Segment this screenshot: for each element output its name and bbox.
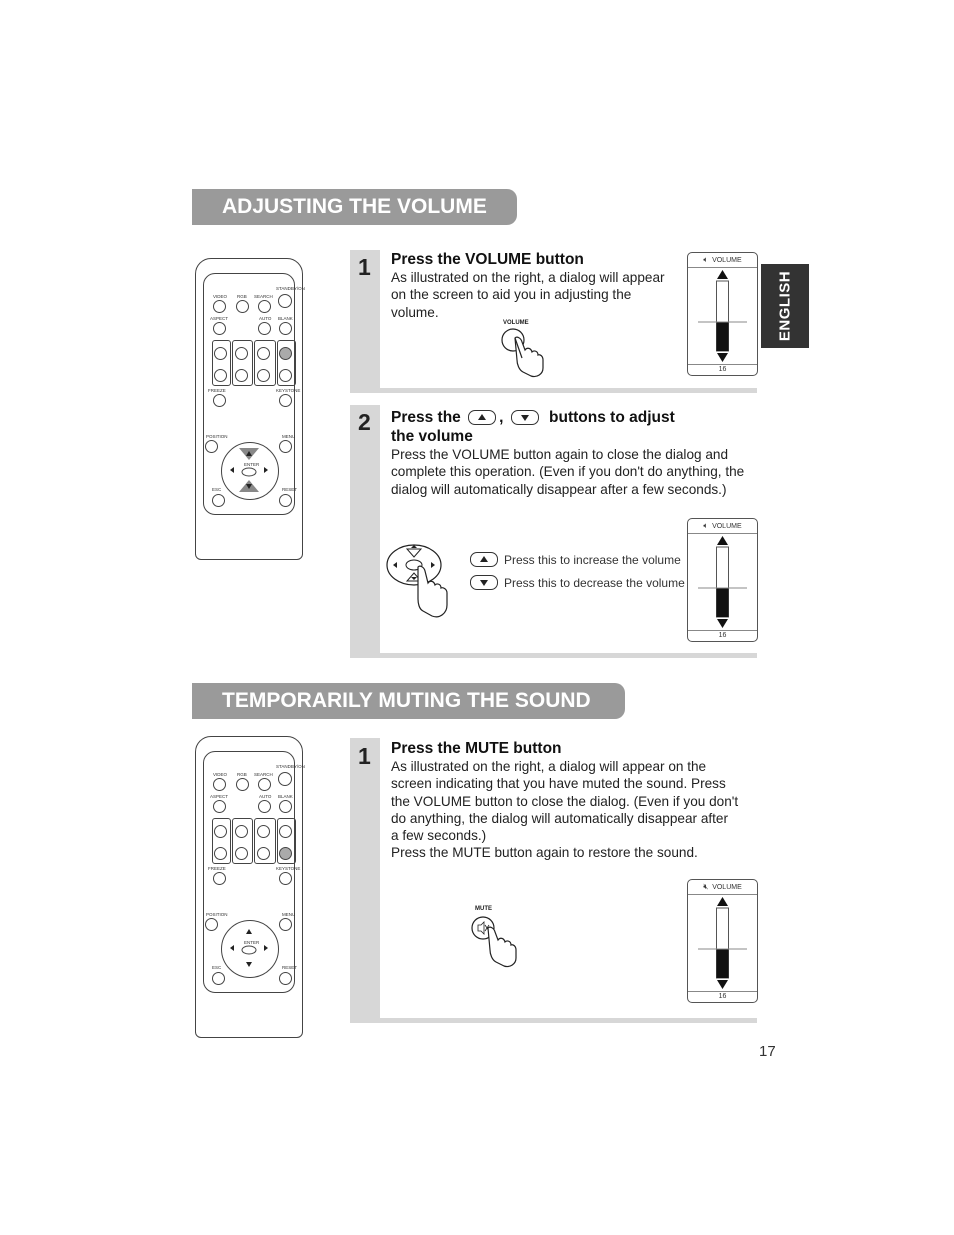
step-body: Press the VOLUME button again to close t… — [391, 447, 745, 497]
step-title: Press the MUTE button — [391, 740, 562, 757]
hand-press-arrow-pad-illustration — [385, 543, 465, 623]
step-number: 1 — [358, 254, 371, 280]
remote-control-illustration: STANDBY/ON VIDEO RGB SEARCH ASPECT AUTO … — [195, 258, 305, 560]
step-panel — [350, 738, 757, 1023]
hand-press-mute-illustration: MUTE — [468, 906, 528, 968]
speaker-icon: 🔈︎ — [703, 255, 709, 264]
section-title: TEMPORARILY MUTING THE SOUND — [222, 689, 591, 712]
step-title: Press the , buttons to adjust the volume — [391, 409, 675, 445]
remote-control-illustration: STANDBY/ON VIDEO RGB SEARCH ASPECT AUTO … — [195, 736, 305, 1038]
language-tab: ENGLISH — [761, 264, 809, 348]
volume-dialog: 🔈︎ VOLUME 16 — [687, 518, 758, 642]
section-title: ADJUSTING THE VOLUME — [222, 195, 487, 218]
muted-speaker-icon: 🔇︎ — [703, 882, 709, 891]
up-arrow-icon — [470, 552, 498, 567]
down-arrow-icon — [510, 410, 539, 426]
section-banner-volume: ADJUSTING THE VOLUME — [192, 189, 517, 225]
up-arrow-icon — [468, 410, 497, 426]
step-number: 2 — [358, 409, 371, 435]
step-body: As illustrated on the right, a dialog wi… — [391, 270, 665, 320]
step-panel — [350, 405, 757, 658]
page-number: 17 — [759, 1043, 776, 1060]
step-body: As illustrated on the right, a dialog wi… — [391, 759, 739, 861]
volume-dialog-muted: 🔇︎ VOLUME 16 — [687, 879, 758, 1003]
speaker-icon: 🔈︎ — [703, 521, 709, 530]
section-banner-mute: TEMPORARILY MUTING THE SOUND — [192, 683, 625, 719]
hand-press-volume-illustration: VOLUME — [495, 320, 555, 380]
step-panel — [350, 250, 757, 393]
legend-decrease: Press this to decrease the volume — [470, 575, 685, 590]
volume-dialog: 🔈︎ VOLUME 16 — [687, 252, 758, 376]
step-title: Press the VOLUME button — [391, 251, 584, 268]
step-number: 1 — [358, 743, 371, 769]
legend-increase: Press this to increase the volume — [470, 552, 681, 567]
down-arrow-icon — [470, 575, 498, 590]
